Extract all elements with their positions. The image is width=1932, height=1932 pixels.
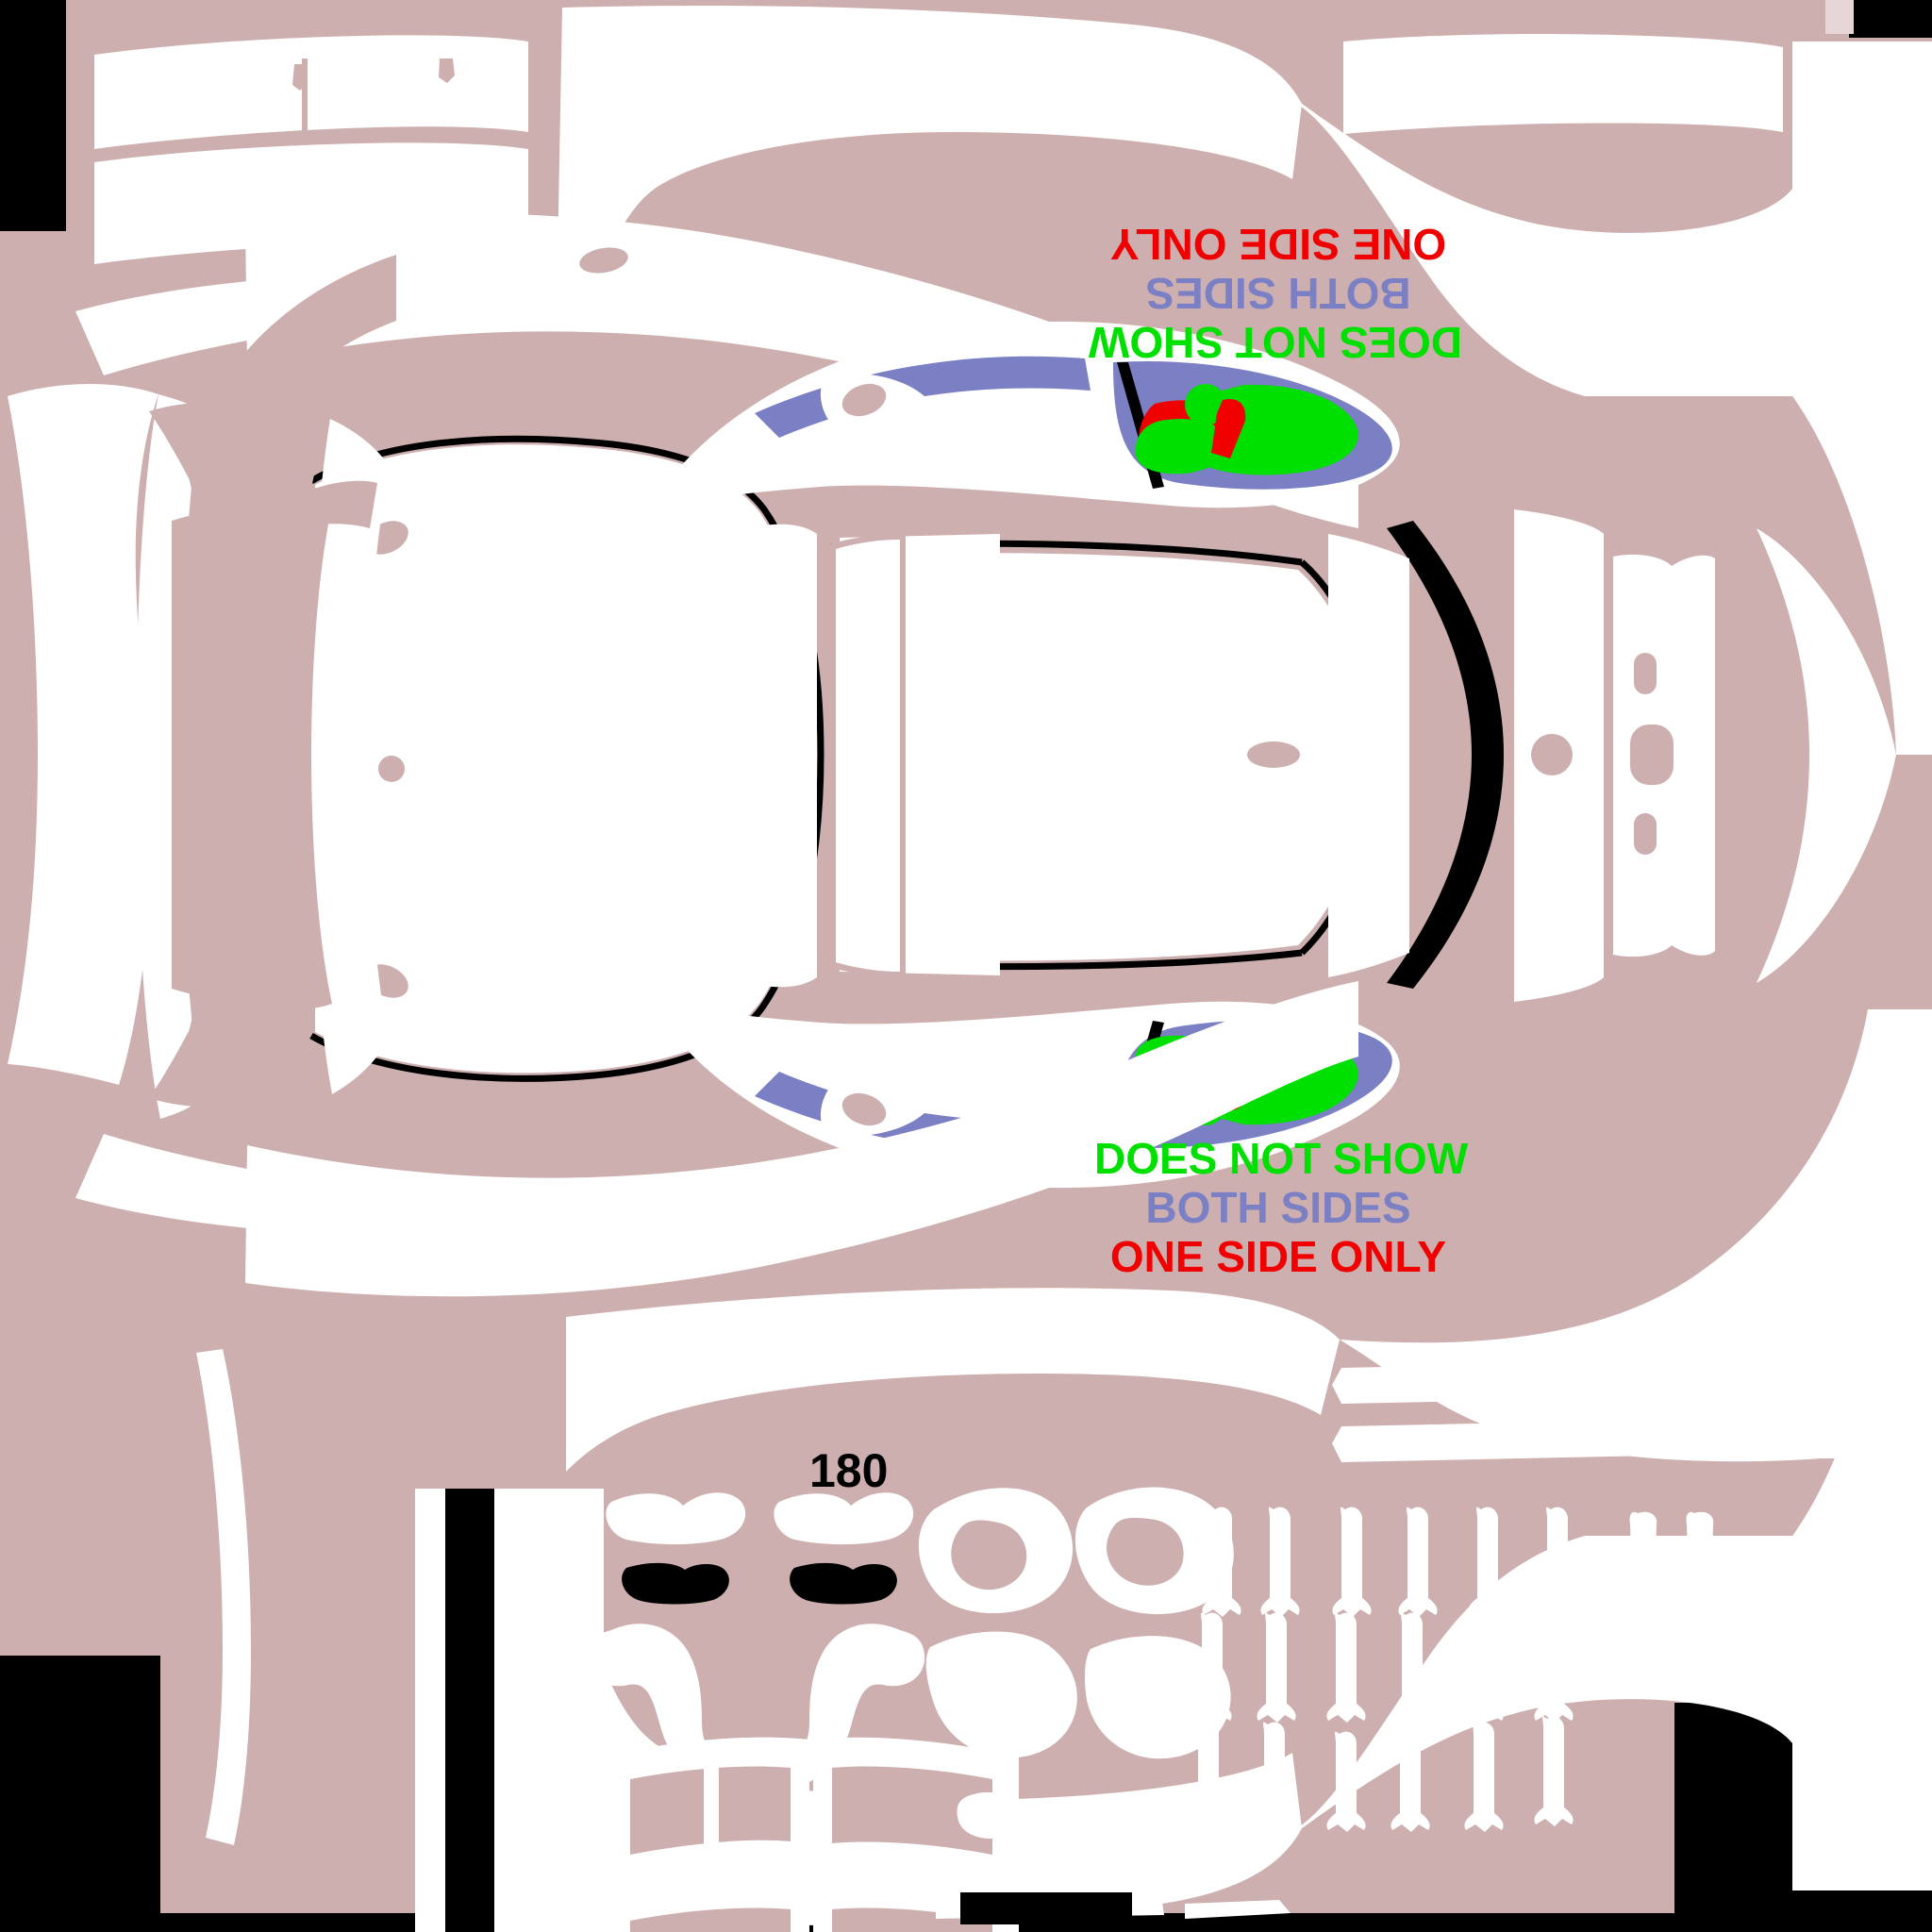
rear-outer-panel <box>1757 528 1896 983</box>
left-lower-crescent <box>196 1349 251 1845</box>
black-bar-part <box>960 1892 1132 1924</box>
annotation-block-bottom: DOES NOT SHOW BOTH SIDES ONE SIDE ONLY <box>1094 1134 1469 1284</box>
annotation-top-both-sides: BOTH SIDES <box>1145 269 1411 318</box>
upper-fender-edge <box>75 273 887 375</box>
lower-right-cut-3 <box>1300 1536 1932 1890</box>
corner-block-top-right <box>1849 0 1932 38</box>
corner-block-top-left <box>0 0 66 231</box>
small-parts-grid <box>586 1487 1234 1932</box>
stripe-block <box>415 1489 604 1932</box>
front-mask-upper <box>209 255 396 443</box>
annotation-bottom-both-sides: BOTH SIDES <box>1145 1183 1411 1232</box>
mirror-pod-top <box>579 247 1400 509</box>
lower-right-cut <box>1340 1009 1932 1462</box>
annotation-top-one-side-only: ONE SIDE ONLY <box>1109 220 1447 269</box>
scale-number-label: 180 <box>809 1444 889 1497</box>
rear-panel-inner <box>1328 534 1409 977</box>
roof-divider <box>745 524 817 988</box>
small-bar-part <box>1185 1900 1291 1919</box>
lower-fender-edge <box>75 1134 887 1237</box>
roof-panel-2 <box>836 540 900 972</box>
lower-valance-cut <box>566 1288 1340 1472</box>
rear-black-arc <box>1387 521 1504 989</box>
annotation-bottom-does-not-show: DOES NOT SHOW <box>1094 1134 1469 1183</box>
upper-right-cut-area <box>1621 226 1932 755</box>
rear-pillar-2-holes <box>1630 653 1674 855</box>
body-panels <box>315 444 1368 1074</box>
corner-block-bottom-left <box>0 1656 160 1932</box>
corner-swatch-top-right <box>1825 0 1854 34</box>
annotation-block-top: DOES NOT SHOW BOTH SIDES ONE SIDE ONLY <box>1088 217 1462 367</box>
rear-pillar-1-hole <box>1531 734 1573 775</box>
comb-parts-grid <box>1189 1507 1718 1832</box>
annotation-top-does-not-show: DOES NOT SHOW <box>1088 318 1462 367</box>
annotation-bottom-one-side-only: ONE SIDE ONLY <box>1109 1232 1447 1281</box>
long-bars <box>1332 1360 1709 1462</box>
